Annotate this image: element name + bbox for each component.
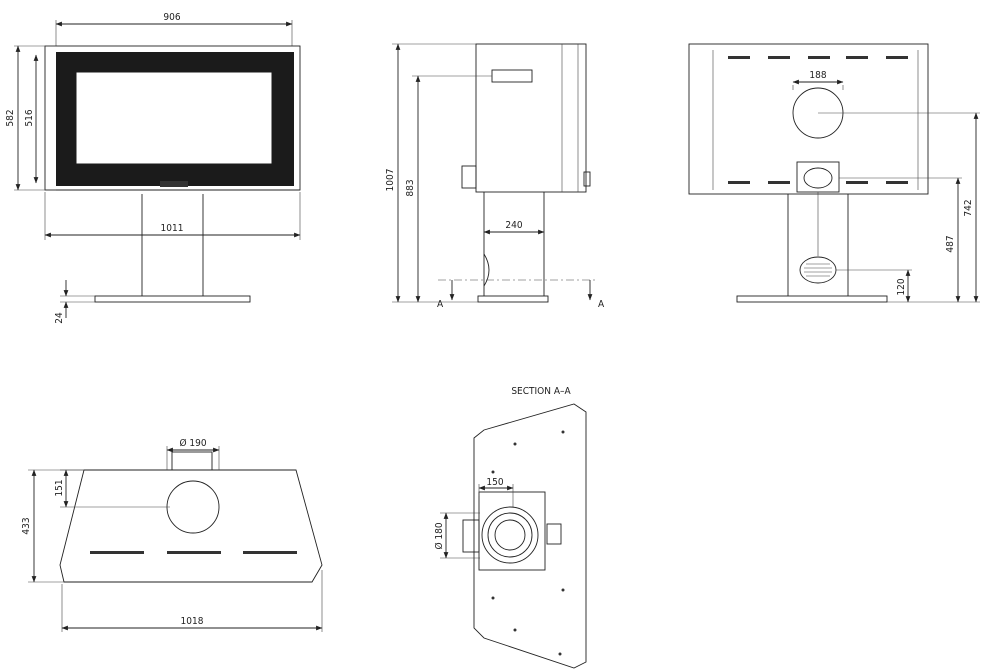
base-plate-front xyxy=(94,295,251,303)
side-handle xyxy=(491,69,533,83)
base-plate-side xyxy=(477,295,549,303)
section-view: SECTION A–A 150 Ø 180 xyxy=(433,386,587,669)
rear-lower-outlet xyxy=(796,161,840,193)
dim-height-handle: 883 xyxy=(405,179,416,196)
base-plate-rear xyxy=(736,295,888,303)
dim-flue-diameter-top: 188 xyxy=(809,70,826,81)
section-flue-plate xyxy=(478,491,546,571)
dim-depth: 433 xyxy=(21,517,32,534)
section-mark-right: A xyxy=(598,299,605,310)
front-view: 906 582 516 1011 24 xyxy=(5,12,301,324)
flue-collar xyxy=(171,451,213,471)
glass-window xyxy=(75,71,273,165)
dim-base-offset: 24 xyxy=(54,312,65,324)
section-mark-left: A xyxy=(437,299,444,310)
stove-body-side xyxy=(475,43,587,193)
dim-duct-diameter: Ø 180 xyxy=(433,522,445,549)
dim-width-base: 1011 xyxy=(161,223,184,234)
dim-height-outer: 582 xyxy=(5,109,16,126)
front-handle xyxy=(160,181,188,187)
stove-outline-top xyxy=(59,469,323,583)
top-view: Ø 190 151 433 1018 xyxy=(21,437,323,632)
side-outlet xyxy=(461,165,477,189)
dim-width-top-view: 1018 xyxy=(181,616,204,627)
dim-column-width: 240 xyxy=(505,220,522,231)
side-view: 1007 883 240 A A xyxy=(385,43,605,310)
dim-flue-diameter: Ø 190 xyxy=(179,437,206,449)
column-vent xyxy=(799,256,837,284)
section-title: SECTION A–A xyxy=(511,386,571,397)
dim-section-offset: 150 xyxy=(486,477,503,488)
top-flue-circle xyxy=(166,480,220,534)
dim-width-top: 906 xyxy=(163,12,180,23)
dim-height-column-outlet: 487 xyxy=(945,235,956,252)
dim-height-vent: 120 xyxy=(896,278,907,295)
dim-height-total: 1007 xyxy=(385,169,396,192)
stove-body-rear xyxy=(688,43,929,195)
dim-flue-offset: 151 xyxy=(54,479,65,496)
section-plate-outline xyxy=(473,403,587,669)
rear-view: 188 742 487 120 xyxy=(688,43,980,303)
dim-height-rear-outlet: 742 xyxy=(963,199,974,216)
dim-height-glass: 516 xyxy=(24,109,35,126)
